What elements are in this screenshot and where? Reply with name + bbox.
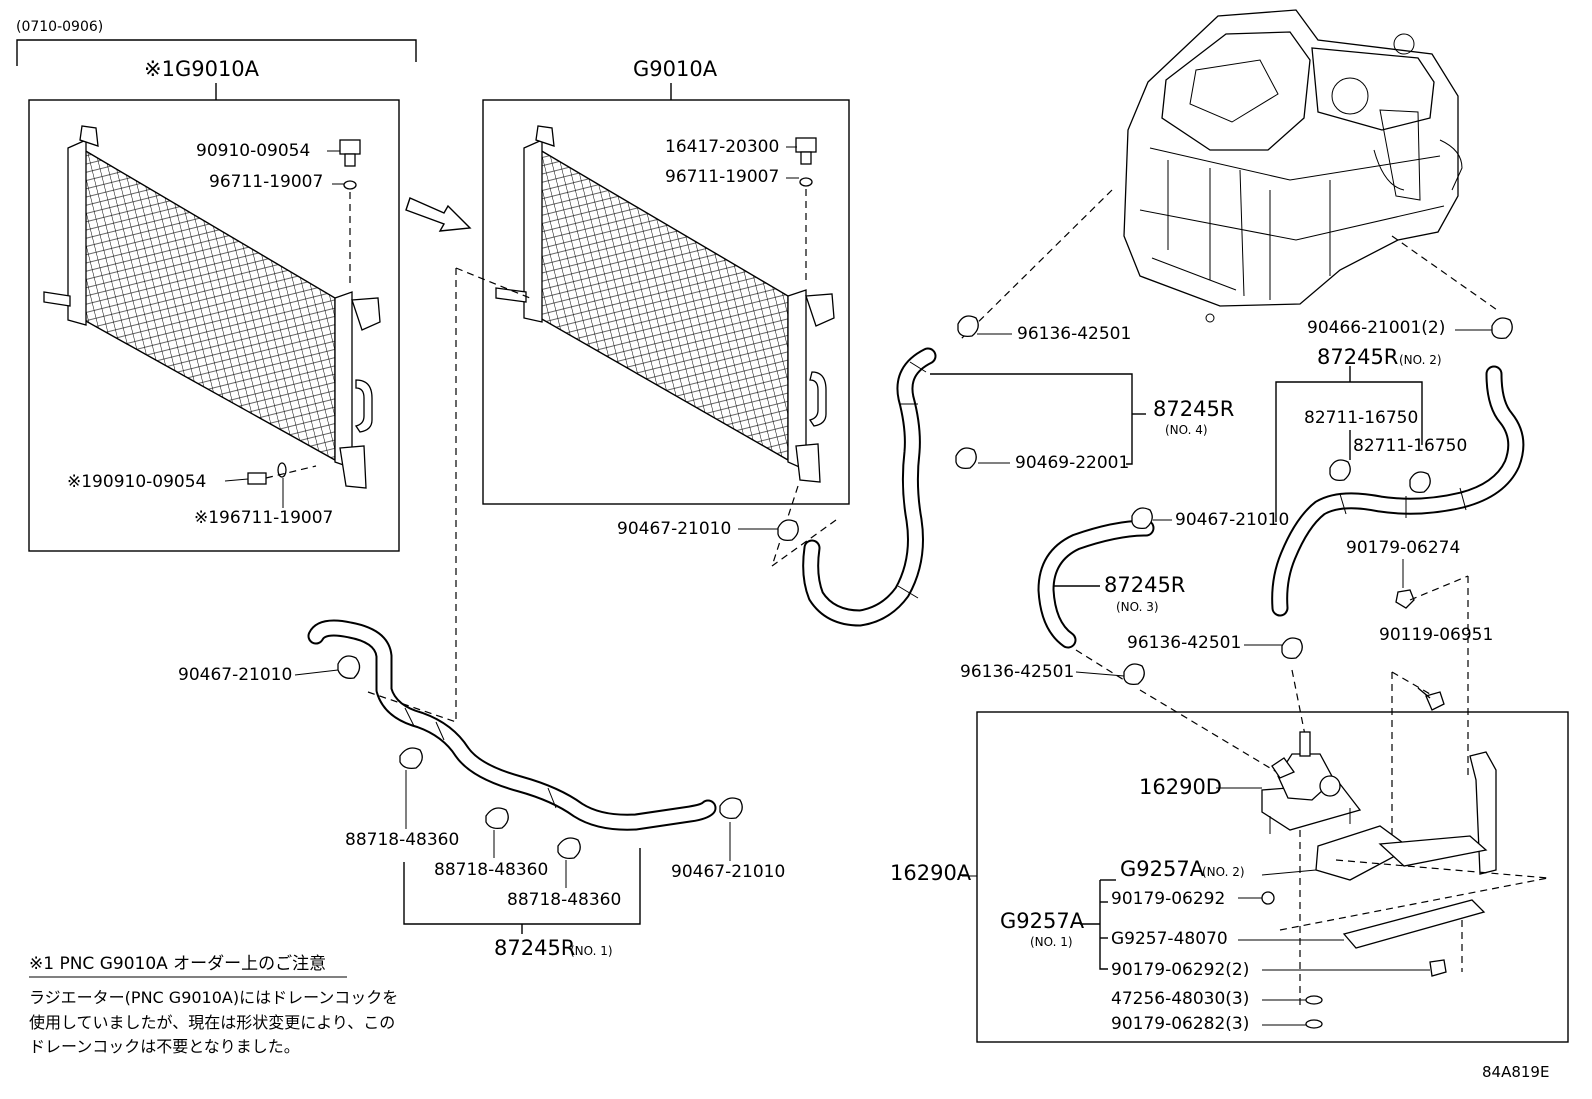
part-label[interactable]: 90119-06951 bbox=[1379, 625, 1493, 645]
hose-no4-sub: (NO. 4) bbox=[1165, 423, 1208, 437]
inverter-assembly bbox=[1123, 9, 1463, 323]
bracket-no1-sub: (NO. 1) bbox=[1030, 935, 1073, 949]
note-line: 使用していましたが、現在は形状変更により、この bbox=[29, 1013, 395, 1032]
order-note: ※1 PNC G9010A オーダー上のご注意 ラジエーター(PNC G9010… bbox=[29, 954, 398, 1056]
hose-no3 bbox=[1037, 519, 1155, 649]
part-label[interactable]: 88718-48360 bbox=[434, 860, 548, 880]
note-line: ドレーンコックは不要となりました。 bbox=[29, 1037, 300, 1056]
part-label[interactable]: 96711-19007 bbox=[665, 167, 779, 187]
bolt-icon bbox=[1395, 589, 1445, 711]
radiator-tank-left-a bbox=[67, 138, 87, 326]
panel-left-title: ※1G9010A bbox=[144, 57, 260, 81]
hose-no4-label[interactable]: 87245R bbox=[1153, 397, 1234, 421]
hose-no4 bbox=[802, 347, 937, 627]
part-label[interactable]: ※196711-19007 bbox=[194, 508, 333, 528]
hose-no2-label[interactable]: 87245R bbox=[1317, 345, 1398, 369]
part-label[interactable]: 96711-19007 bbox=[209, 172, 323, 192]
radiator-core-mid bbox=[539, 148, 789, 462]
hose-no2 bbox=[1271, 365, 1525, 617]
part-label[interactable]: 90179-06292 bbox=[1111, 889, 1225, 909]
part-label[interactable]: G9257-48070 bbox=[1111, 929, 1228, 949]
hose-clip-icon bbox=[337, 655, 743, 860]
radiator-panel-mid: G9010A 16417-20300 96711-19007 bbox=[482, 57, 850, 505]
bracket-no1-icon bbox=[1342, 899, 1486, 949]
hose-clip-icon bbox=[1491, 317, 1513, 340]
part-label[interactable]: 16417-20300 bbox=[665, 137, 779, 157]
part-label[interactable]: 90910-09054 bbox=[196, 141, 310, 161]
part-label[interactable]: 96136-42501 bbox=[1017, 324, 1131, 344]
part-label[interactable]: 88718-48360 bbox=[507, 890, 621, 910]
pump-box: 16290A 16290D G9257A bbox=[890, 711, 1569, 1043]
panel-mid-title: G9010A bbox=[633, 57, 718, 81]
pump-label[interactable]: 16290D bbox=[1139, 775, 1222, 799]
assembly-label[interactable]: 16290A bbox=[890, 861, 972, 885]
hose-no1-sub: (NO. 1) bbox=[570, 944, 613, 958]
radiator-panel-left: ※1G9010A 90910-09054 96711-19007 ※190910… bbox=[28, 57, 400, 552]
bracket-no2-sub: (NO. 2) bbox=[1202, 865, 1245, 879]
radiator-tank-left-b bbox=[334, 291, 353, 469]
radiator-core-left bbox=[83, 148, 336, 462]
drain-cock-icon bbox=[247, 462, 317, 485]
radiator-cap-icon[interactable] bbox=[339, 139, 361, 167]
date-range: (0710-0906) bbox=[16, 19, 103, 35]
part-label[interactable]: 96136-42501 bbox=[960, 662, 1074, 682]
part-label[interactable]: 82711-16750 bbox=[1353, 436, 1467, 456]
hose-no1-label[interactable]: 87245R bbox=[494, 936, 575, 960]
water-pump-icon[interactable] bbox=[1261, 731, 1362, 834]
note-title: ※1 PNC G9010A オーダー上のご注意 bbox=[29, 954, 326, 974]
part-label[interactable]: 90179-06292(2) bbox=[1111, 960, 1249, 980]
hose-clip-icon bbox=[777, 315, 979, 542]
part-label[interactable]: 90179-06274 bbox=[1346, 538, 1460, 558]
part-label[interactable]: 90467-21010 bbox=[671, 862, 785, 882]
bracket-no2-icon bbox=[1315, 825, 1412, 881]
part-label[interactable]: 90179-06282(3) bbox=[1111, 1014, 1249, 1034]
part-label[interactable]: 90466-21001(2) bbox=[1307, 318, 1445, 338]
range-bracket bbox=[16, 39, 417, 66]
hose-no3-label[interactable]: 87245R bbox=[1104, 573, 1185, 597]
part-label[interactable]: 82711-16750 bbox=[1304, 408, 1418, 428]
part-label[interactable]: 47256-48030(3) bbox=[1111, 989, 1249, 1009]
radiator-plug-icon bbox=[795, 137, 817, 165]
hose-no3-sub: (NO. 3) bbox=[1116, 600, 1159, 614]
part-label[interactable]: 96136-42501 bbox=[1127, 633, 1241, 653]
figure-code: 84A819E bbox=[1482, 1063, 1549, 1081]
hose-clip-icon bbox=[1329, 459, 1431, 494]
direction-arrow-icon bbox=[405, 197, 472, 232]
part-label[interactable]: 90467-21010 bbox=[617, 519, 731, 539]
o-ring-icon bbox=[343, 180, 357, 190]
hose-no1 bbox=[307, 619, 717, 831]
hose-no2-sub: (NO. 2) bbox=[1399, 353, 1442, 367]
part-label[interactable]: ※190910-09054 bbox=[67, 472, 206, 492]
note-line: ラジエーター(PNC G9010A)にはドレーンコックを bbox=[29, 988, 398, 1007]
bracket-no1-label[interactable]: G9257A bbox=[1000, 909, 1085, 933]
part-label[interactable]: 90467-21010 bbox=[178, 665, 292, 685]
hose-clip-icon bbox=[1123, 507, 1303, 686]
bracket-no2-label[interactable]: G9257A bbox=[1120, 857, 1205, 881]
part-label[interactable]: 90469-22001 bbox=[1015, 453, 1129, 473]
part-label[interactable]: 88718-48360 bbox=[345, 830, 459, 850]
part-label[interactable]: 90467-21010 bbox=[1175, 510, 1289, 530]
